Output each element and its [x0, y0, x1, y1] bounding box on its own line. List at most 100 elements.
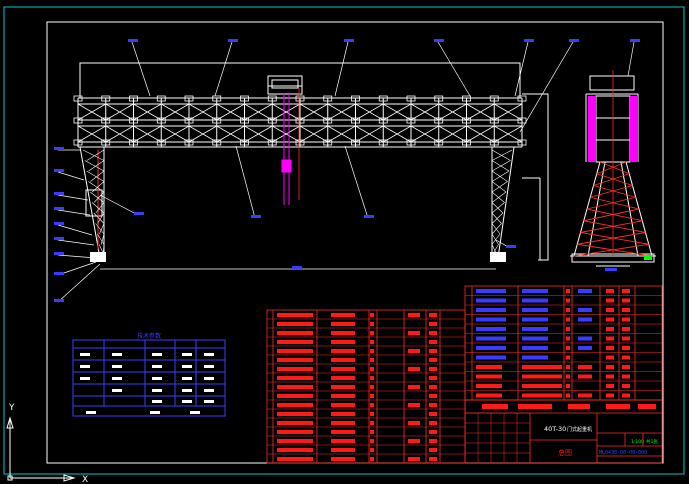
truss-node-box: [295, 139, 305, 146]
parts-cell-name: [277, 430, 313, 434]
tech-cell-text: [152, 353, 162, 356]
parts-cell-qty: [370, 430, 374, 434]
truss-node-box: [212, 117, 222, 124]
parts-cell-spec: [522, 298, 548, 303]
leader-line: [514, 41, 529, 97]
truss-node-box: [406, 95, 416, 102]
leader-line: [57, 209, 91, 216]
side-leg-lattice: [573, 161, 653, 257]
parts-cell-spec: [331, 349, 355, 353]
parts-cell-total: [622, 346, 630, 350]
parts-cell-total: [622, 374, 630, 379]
parts-cell-name: [277, 385, 313, 389]
truss-node-box: [517, 117, 527, 124]
parts-cell-spec: [522, 355, 548, 360]
truss-diagonal: [216, 103, 245, 121]
truss-diagonal: [355, 125, 384, 143]
parts-cell-material: [408, 421, 420, 425]
truss-diagonal: [299, 103, 328, 121]
parts-cell-qty: [566, 355, 570, 360]
truss-node-box: [212, 95, 222, 102]
callout-label: [54, 252, 64, 255]
leader-line: [57, 263, 101, 303]
parts-cell-spec: [331, 313, 355, 317]
callout-label: [54, 237, 64, 240]
parts-cell-total: [622, 355, 630, 360]
parts-cell-weight: [606, 374, 614, 379]
truss-diagonal: [383, 125, 412, 143]
callout-label: [251, 215, 261, 218]
truss-diagonal: [272, 125, 301, 143]
parts-cell-weight: [606, 384, 614, 388]
truss-diagonals: [77, 103, 523, 143]
leg-brace: [97, 212, 105, 224]
hoist-hook[interactable]: [281, 94, 292, 205]
parts-cell-name: [476, 393, 502, 398]
trolley[interactable]: [267, 75, 303, 95]
leg-brace: [491, 202, 504, 214]
side-brace: [583, 220, 646, 233]
tech-cell-text: [190, 411, 200, 414]
parts-cell-name: [277, 340, 313, 344]
tech-cell-text: [112, 377, 122, 380]
truss-node-box: [378, 117, 388, 124]
parts-cell-spec: [522, 327, 548, 331]
leg-brace: [491, 212, 504, 224]
parts-cell-spec: [331, 340, 355, 344]
parts-cell-qty: [370, 331, 374, 335]
truss-diagonal: [188, 125, 217, 143]
parts-cell-qty: [370, 421, 374, 425]
truss-diagonal: [105, 103, 134, 121]
side-brace: [590, 196, 640, 210]
title-sheet: 共1张: [646, 438, 658, 445]
tech-cell-text: [204, 377, 214, 380]
parts-cell-material: [408, 367, 420, 371]
tech-table-cells: [80, 353, 214, 414]
parts-cell-spec: [522, 289, 548, 293]
tech-parameter-table[interactable]: [72, 339, 226, 417]
parts-cell-spec: [522, 365, 562, 369]
truss-diagonal: [494, 125, 523, 143]
leg-brace: [491, 191, 507, 203]
parts-cell-spec: [331, 439, 355, 443]
parts-cell-material: [408, 439, 420, 443]
title-product: 40T-30: [544, 425, 566, 433]
truss-node-box: [351, 139, 360, 146]
left-wheel-box[interactable]: [90, 252, 106, 262]
parts-cell-name: [277, 439, 313, 443]
truss-node-box: [489, 117, 499, 124]
side-brace: [577, 243, 653, 257]
parts-cell-weight: [429, 394, 437, 398]
parts-cell-weight: [606, 346, 614, 350]
parts-cell-weight: [429, 403, 437, 407]
leg-brace: [88, 160, 105, 172]
parts-cell-qty: [370, 394, 374, 398]
tech-cell-text: [182, 400, 192, 403]
leg-brace: [491, 233, 499, 245]
parts-cell-spec: [331, 394, 355, 398]
parts-cell-spec: [522, 346, 548, 350]
parts-cell-material: [408, 457, 420, 461]
side-brace: [593, 173, 630, 186]
truss-node-box: [267, 139, 277, 146]
parts-cell-qty: [370, 448, 374, 452]
title-block[interactable]: [464, 399, 663, 464]
title-scale: 1:100: [631, 439, 644, 445]
parts-cell-spec: [522, 393, 562, 398]
parts-cell-total: [622, 365, 630, 369]
leg-brace: [99, 223, 105, 235]
truss-node-box: [101, 95, 111, 102]
tech-cell-text: [152, 389, 162, 392]
truss-diagonal: [161, 103, 190, 121]
parts-cell-spec: [331, 421, 355, 425]
tech-cell-text: [182, 365, 192, 368]
right-leg[interactable]: [491, 146, 515, 259]
right-wheel-box[interactable]: [490, 252, 506, 262]
parts-cell-total: [622, 317, 630, 322]
ucs-y-label: Y: [8, 403, 15, 413]
truss-diagonal: [77, 103, 106, 121]
truss-diagonal: [299, 125, 328, 143]
callout-label: [128, 39, 138, 42]
callout-label: [364, 215, 374, 218]
